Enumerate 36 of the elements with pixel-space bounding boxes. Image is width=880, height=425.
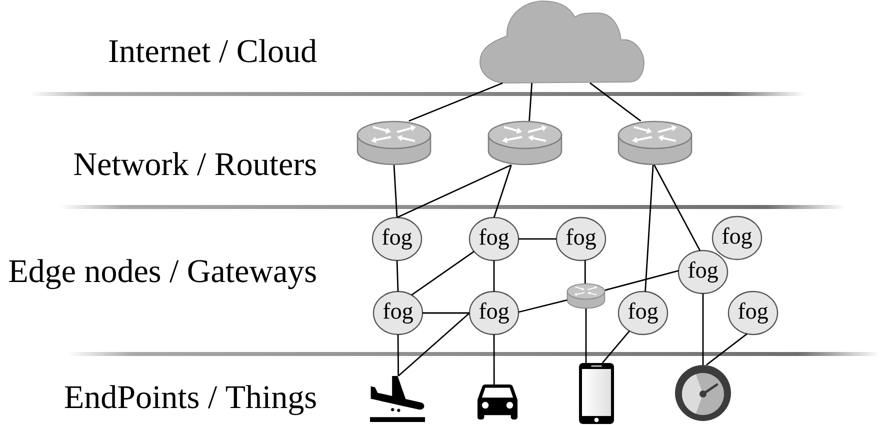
layer-label: Network / Routers [74, 152, 316, 176]
connector-line [644, 164, 654, 292]
connector-line [393, 164, 398, 218]
connector-line [602, 330, 630, 364]
car-icon [478, 384, 518, 420]
connector-line [584, 260, 586, 284]
connector-line [422, 312, 470, 314]
layer-label: Internet / Cloud [109, 39, 317, 62]
connector-line [493, 164, 512, 218]
router-icon [488, 120, 562, 166]
smartphone-icon [579, 362, 614, 424]
connector-line [396, 164, 512, 218]
connector-line [518, 238, 556, 240]
connector-line [706, 333, 748, 366]
connector-line [411, 250, 474, 296]
layer-label: Edge nodes / Gateways [9, 259, 316, 290]
connector-line [702, 293, 704, 365]
connector-line [408, 82, 503, 122]
connector-line [528, 82, 533, 122]
connector-line [493, 334, 495, 384]
connector-line [397, 334, 399, 376]
connector-line [493, 260, 495, 292]
connector-line [604, 270, 679, 291]
airplane-landing-icon [370, 376, 425, 422]
connector-line [585, 308, 587, 363]
gauge-icon [675, 364, 731, 421]
router-icon [618, 120, 692, 166]
layer-label: EndPoints / Things [64, 385, 316, 416]
router-icon [566, 283, 606, 309]
connector-line [654, 164, 701, 251]
connector-line [518, 299, 568, 313]
router-icon [356, 120, 432, 166]
connector-line [590, 82, 642, 122]
cloud-shape [480, 0, 644, 84]
connector-line [398, 312, 470, 376]
connector-line [396, 260, 399, 292]
